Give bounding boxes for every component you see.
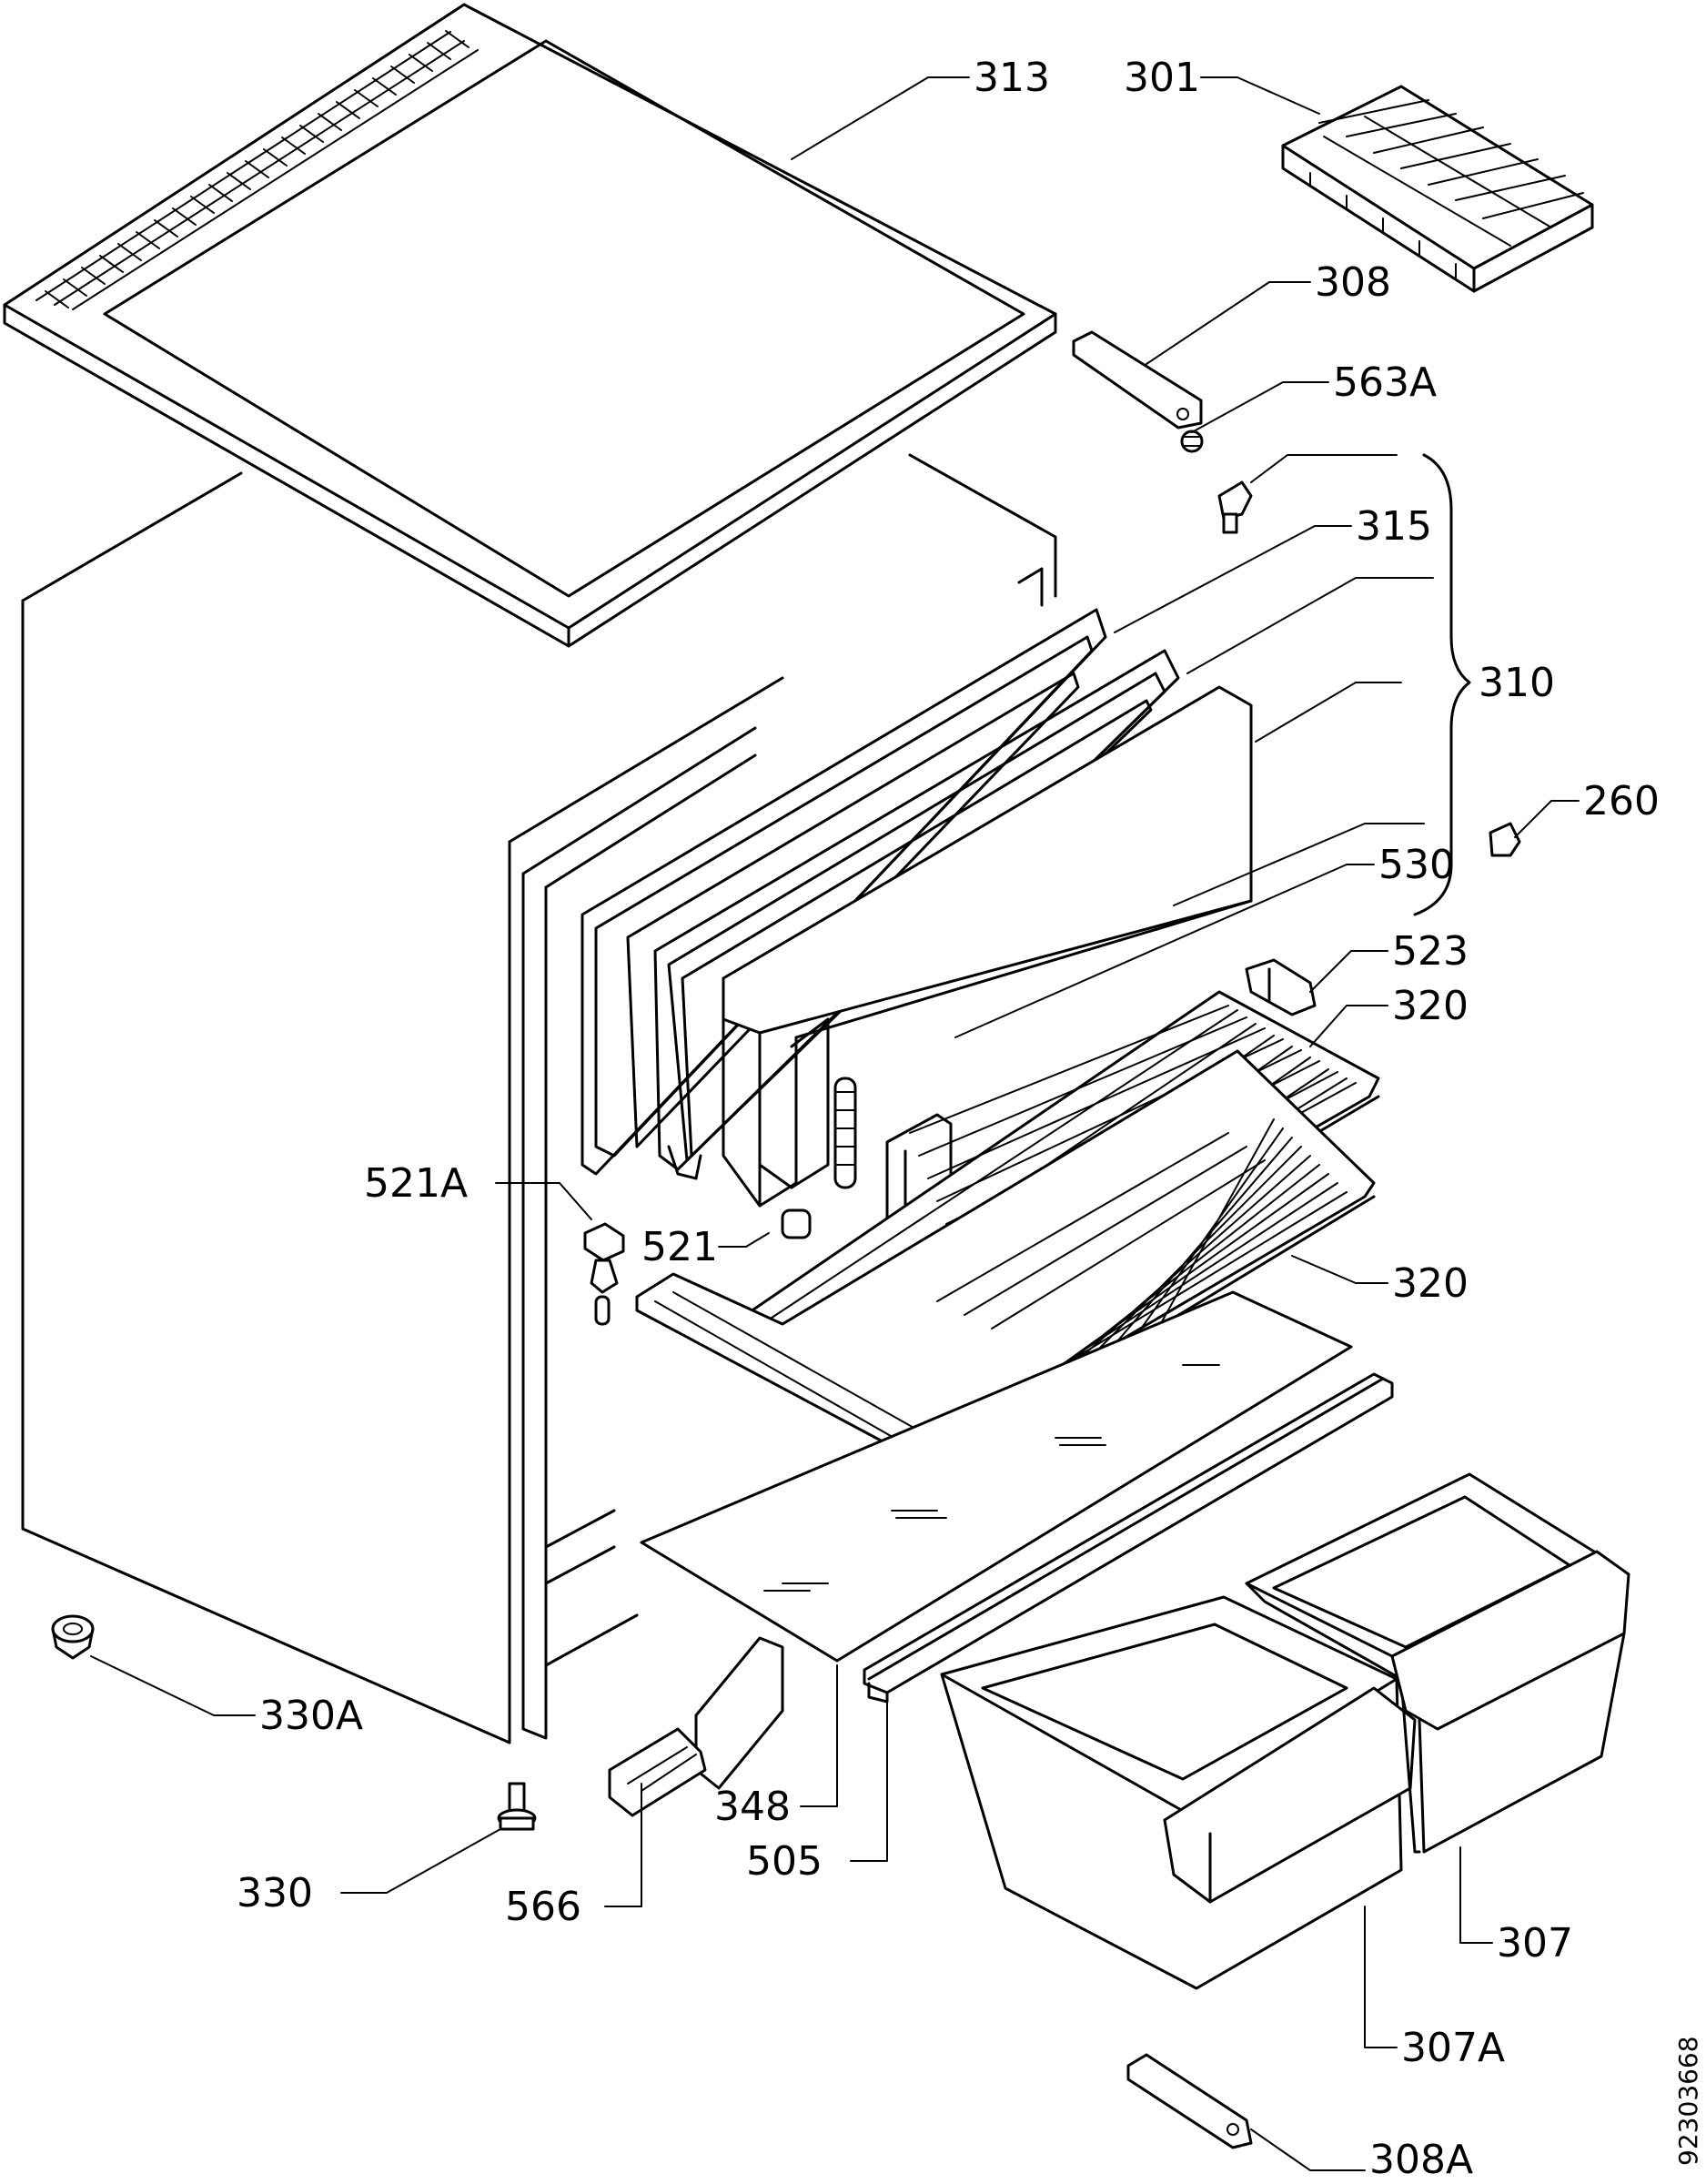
label-307: 307 [1497,1920,1573,1967]
label-307a: 307A [1401,2025,1505,2071]
label-330: 330 [237,1870,313,1916]
label-260: 260 [1583,778,1660,824]
ice-tray-301 [1281,85,1594,293]
worktop-part-313 [3,3,1057,648]
plinth-566 [608,1636,784,1817]
label-308a: 308A [1369,2137,1473,2183]
part-labels: 313 301 308 563A 315 310 260 530 523 320… [237,55,1660,2183]
label-530: 530 [1378,842,1455,888]
hinge-pin [1217,480,1253,534]
glass-shelf-strip-505 [863,1372,1394,1704]
hinge-308A [1126,2053,1253,2149]
label-320-lower: 320 [1392,1260,1469,1307]
part-521A [583,1222,625,1326]
door-spring-530 [833,1077,857,1189]
label-521: 521 [641,1224,718,1270]
label-315: 315 [1356,503,1432,550]
label-313: 313 [974,55,1050,101]
part-523 [1245,958,1317,1016]
glass-shelf-348 [640,1290,1353,1663]
hinge-308 [1072,330,1203,430]
ventilation-grille [35,30,479,310]
label-310: 310 [1479,660,1555,706]
label-308: 308 [1315,259,1391,306]
part-260 [1489,822,1521,857]
foot-330A [51,1614,95,1660]
drawing-code: 92303668 [1673,2036,1703,2166]
label-505: 505 [746,1838,823,1885]
label-566: 566 [505,1884,581,1930]
label-301: 301 [1124,55,1200,101]
label-320-upper: 320 [1392,983,1469,1029]
bracket-310 [1413,453,1471,916]
label-563a: 563A [1333,359,1437,406]
label-330a: 330A [259,1693,363,1739]
crisper-drawer-307A [940,1595,1417,1990]
label-523: 523 [1392,928,1469,975]
label-521a: 521A [364,1160,468,1207]
freezer-door-panel [722,685,1253,1208]
leveling-foot-330 [497,1782,537,1831]
leader-lines [90,76,1580,2171]
screw-563A [1180,430,1204,453]
label-348: 348 [714,1784,791,1830]
part-521 [781,1208,812,1239]
crisper-drawer-307 [1245,1472,1630,1854]
cabinet-body [21,453,1057,1744]
